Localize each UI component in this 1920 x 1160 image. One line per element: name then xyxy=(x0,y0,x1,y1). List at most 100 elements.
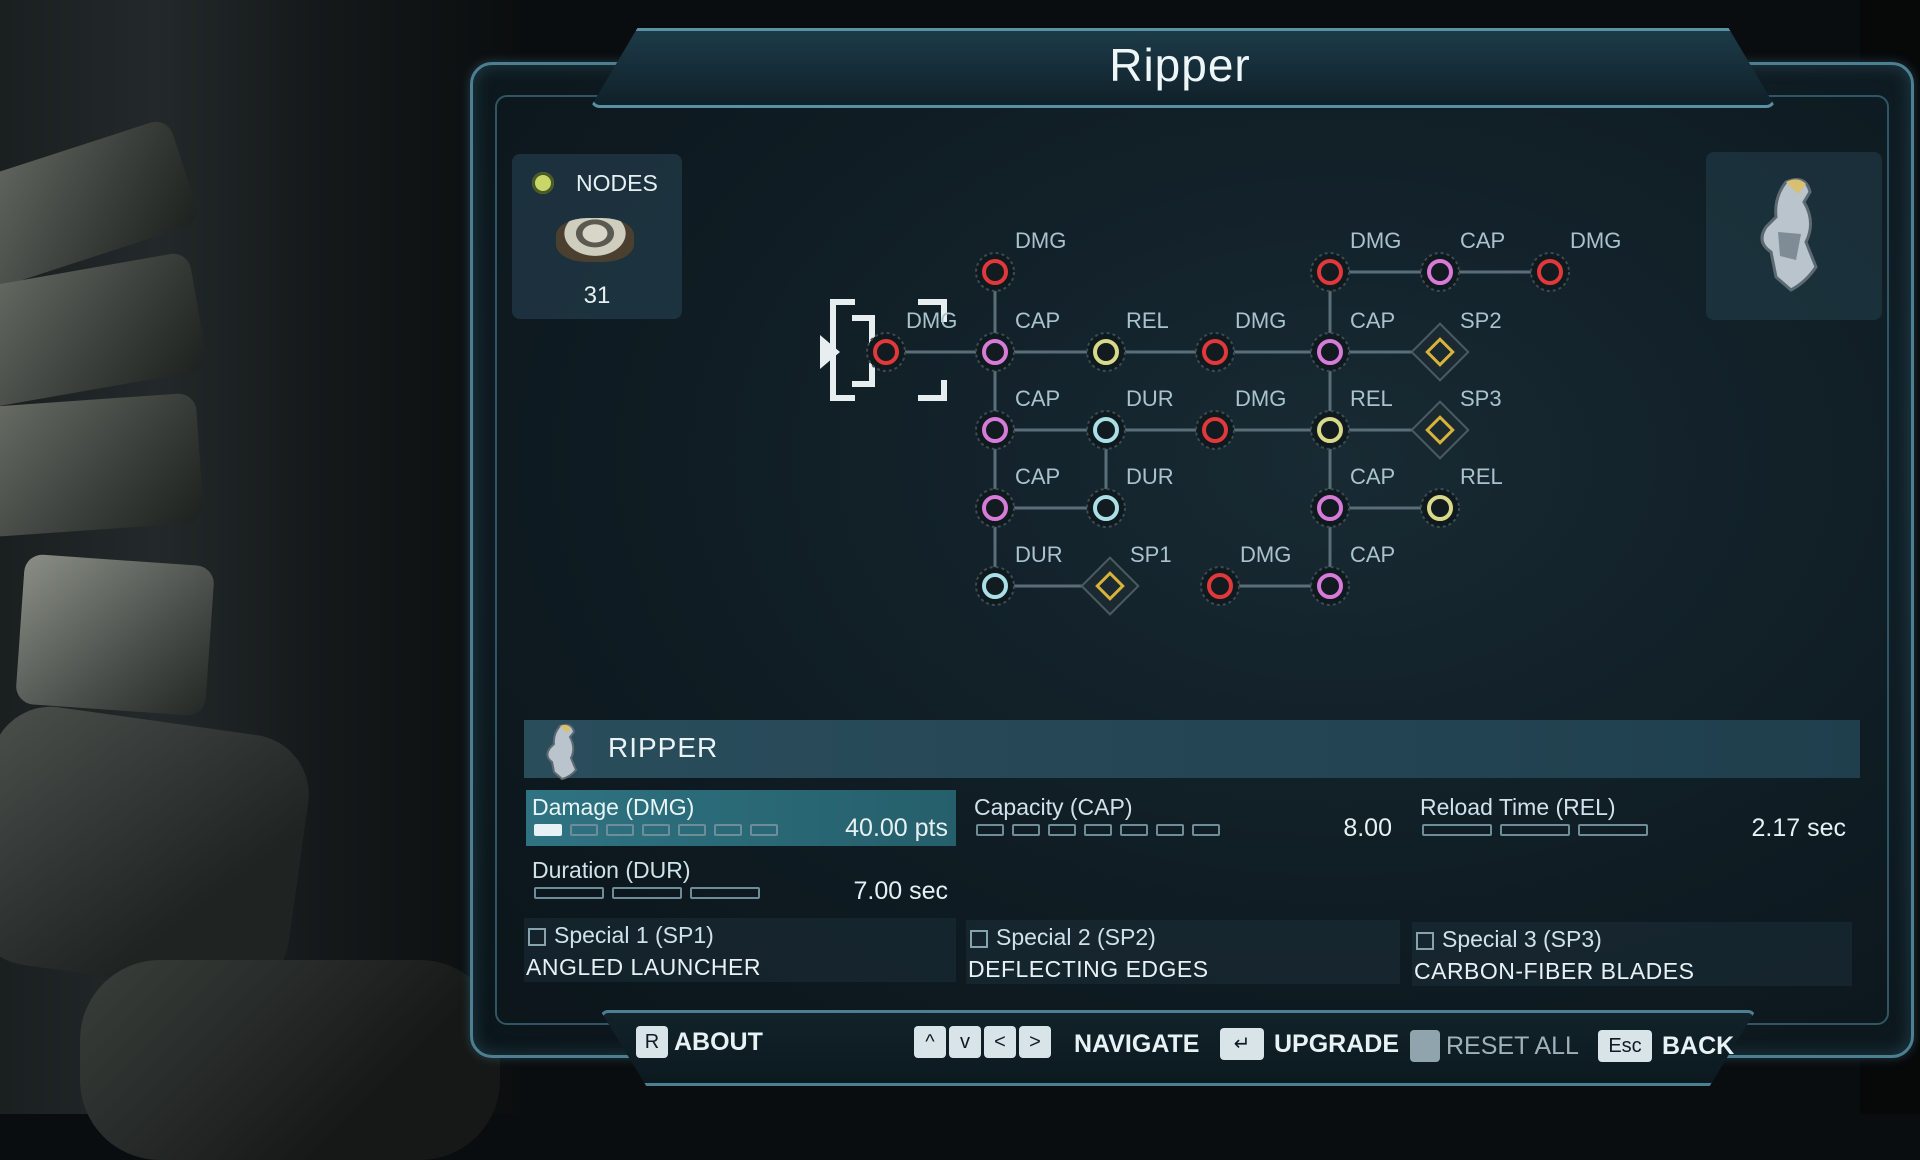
tree-node-cap[interactable] xyxy=(1310,566,1350,606)
armor-plate xyxy=(0,392,205,538)
about-button[interactable]: ABOUT xyxy=(674,1028,763,1056)
stat-pip xyxy=(714,824,742,836)
node-stack-icon xyxy=(556,218,634,262)
special-1[interactable]: Special 1 (SP1) ANGLED LAUNCHER xyxy=(524,918,956,982)
armor-plate xyxy=(0,698,317,1002)
ripper-weapon-icon xyxy=(1760,178,1818,292)
special-name: ANGLED LAUNCHER xyxy=(526,954,761,980)
stat-damage[interactable]: Damage (DMG) 40.00 pts xyxy=(526,790,956,846)
stat-pips xyxy=(1422,824,1648,836)
special-2[interactable]: Special 2 (SP2) DEFLECTING EDGES xyxy=(966,920,1400,984)
special-checkbox xyxy=(528,928,546,946)
stat-value: 40.00 pts xyxy=(845,814,948,842)
special-checkbox xyxy=(1416,932,1434,950)
nav-left-key[interactable]: < xyxy=(984,1026,1016,1058)
stat-label: Capacity (CAP) xyxy=(974,794,1133,820)
weapon-preview xyxy=(1706,152,1882,320)
tree-node-special[interactable] xyxy=(1410,400,1470,460)
stat-pip xyxy=(1156,824,1184,836)
upgrade-key[interactable]: ↵ xyxy=(1220,1028,1264,1060)
tree-node-dmg[interactable] xyxy=(1530,252,1570,292)
tree-node-label: CAP xyxy=(1350,542,1396,567)
stat-pip xyxy=(678,824,706,836)
tree-node-dmg[interactable] xyxy=(975,252,1015,292)
tree-node-label: CAP xyxy=(1015,308,1061,333)
tree-node-label: CAP xyxy=(1350,464,1396,489)
stat-pip xyxy=(1578,824,1648,836)
tree-node-dur[interactable] xyxy=(975,566,1015,606)
nav-down-key[interactable]: v xyxy=(949,1026,981,1058)
reset-all-button[interactable]: RESET ALL xyxy=(1446,1032,1579,1060)
stat-reload-time[interactable]: Reload Time (REL) 2.17 sec xyxy=(1414,790,1854,846)
tree-node-label: CAP xyxy=(1460,228,1506,253)
footer-bar xyxy=(600,1010,1756,1086)
stat-pip xyxy=(1048,824,1076,836)
nav-up-key[interactable]: ^ xyxy=(914,1026,946,1058)
tree-node-rel[interactable] xyxy=(1420,488,1460,528)
background-armor-scene xyxy=(0,0,520,1160)
special-label: Special 1 (SP1) xyxy=(554,922,714,948)
stat-value: 7.00 sec xyxy=(853,877,948,905)
about-key[interactable]: R xyxy=(636,1026,668,1058)
tree-node-label: DUR xyxy=(1015,542,1063,567)
stat-label: Reload Time (REL) xyxy=(1420,794,1616,820)
tree-node-layer xyxy=(866,252,1570,616)
back-button[interactable]: BACK xyxy=(1662,1032,1735,1060)
tree-node-label: DUR xyxy=(1126,386,1174,411)
tree-node-label: REL xyxy=(1460,464,1503,489)
nav-right-key[interactable]: > xyxy=(1019,1026,1051,1058)
tree-node-special[interactable] xyxy=(1080,556,1140,616)
tree-node-cap[interactable] xyxy=(975,488,1015,528)
stat-value: 8.00 xyxy=(1343,814,1392,842)
tree-node-cap[interactable] xyxy=(1420,252,1460,292)
tree-node-rel[interactable] xyxy=(1310,410,1350,450)
tree-node-special[interactable] xyxy=(1410,322,1470,382)
tree-node-label: DMG xyxy=(1240,542,1292,567)
tree-node-label: DMG xyxy=(1015,228,1067,253)
special-checkbox xyxy=(970,930,988,948)
reset-key-icon[interactable] xyxy=(1410,1030,1440,1062)
special-label: Special 2 (SP2) xyxy=(996,924,1156,950)
stat-pip xyxy=(606,824,634,836)
tree-node-label: REL xyxy=(1350,386,1393,411)
tree-node-label: CAP xyxy=(1350,308,1396,333)
tree-node-label: DMG xyxy=(1235,308,1287,333)
tree-node-label: SP1 xyxy=(1130,542,1172,567)
tree-node-label: DMG xyxy=(1350,228,1402,253)
tree-node-dmg[interactable] xyxy=(866,332,906,372)
weapon-details-header: RIPPER xyxy=(524,720,1860,780)
stat-pips xyxy=(976,824,1220,836)
tree-node-rel[interactable] xyxy=(1086,332,1126,372)
stat-pips xyxy=(534,887,760,899)
tree-node-dmg[interactable] xyxy=(1200,566,1240,606)
stat-label: Damage (DMG) xyxy=(532,794,695,820)
tree-node-cap[interactable] xyxy=(1310,332,1350,372)
tree-node-dur[interactable] xyxy=(1086,488,1126,528)
tree-node-label: CAP xyxy=(1015,464,1061,489)
tree-node-dur[interactable] xyxy=(1086,410,1126,450)
esc-key[interactable]: Esc xyxy=(1598,1030,1652,1062)
stat-pip xyxy=(1084,824,1112,836)
tree-node-dmg[interactable] xyxy=(1195,332,1235,372)
tree-node-cap[interactable] xyxy=(975,332,1015,372)
tree-node-label: DMG xyxy=(1570,228,1622,253)
upgrade-button[interactable]: UPGRADE xyxy=(1274,1030,1400,1058)
nodes-count: 31 xyxy=(583,282,611,309)
stat-pip xyxy=(534,824,562,836)
stat-pip xyxy=(1500,824,1570,836)
special-label: Special 3 (SP3) xyxy=(1442,926,1602,952)
special-3[interactable]: Special 3 (SP3) CARBON-FIBER BLADES xyxy=(1412,922,1852,986)
upgrade-tree xyxy=(820,252,1570,616)
tree-node-cap[interactable] xyxy=(975,410,1015,450)
tree-node-label: DUR xyxy=(1126,464,1174,489)
stat-value: 2.17 sec xyxy=(1751,814,1846,842)
tree-node-dmg[interactable] xyxy=(1195,410,1235,450)
tree-node-label: SP3 xyxy=(1460,386,1502,411)
tree-node-cap[interactable] xyxy=(1310,488,1350,528)
tree-node-label: CAP xyxy=(1015,386,1061,411)
stat-capacity[interactable]: Capacity (CAP) 8.00 xyxy=(968,790,1400,846)
navigate-label: NAVIGATE xyxy=(1074,1030,1200,1058)
tree-node-dmg[interactable] xyxy=(1310,252,1350,292)
stat-duration[interactable]: Duration (DUR) 7.00 sec xyxy=(526,853,956,909)
tree-node-label: REL xyxy=(1126,308,1169,333)
